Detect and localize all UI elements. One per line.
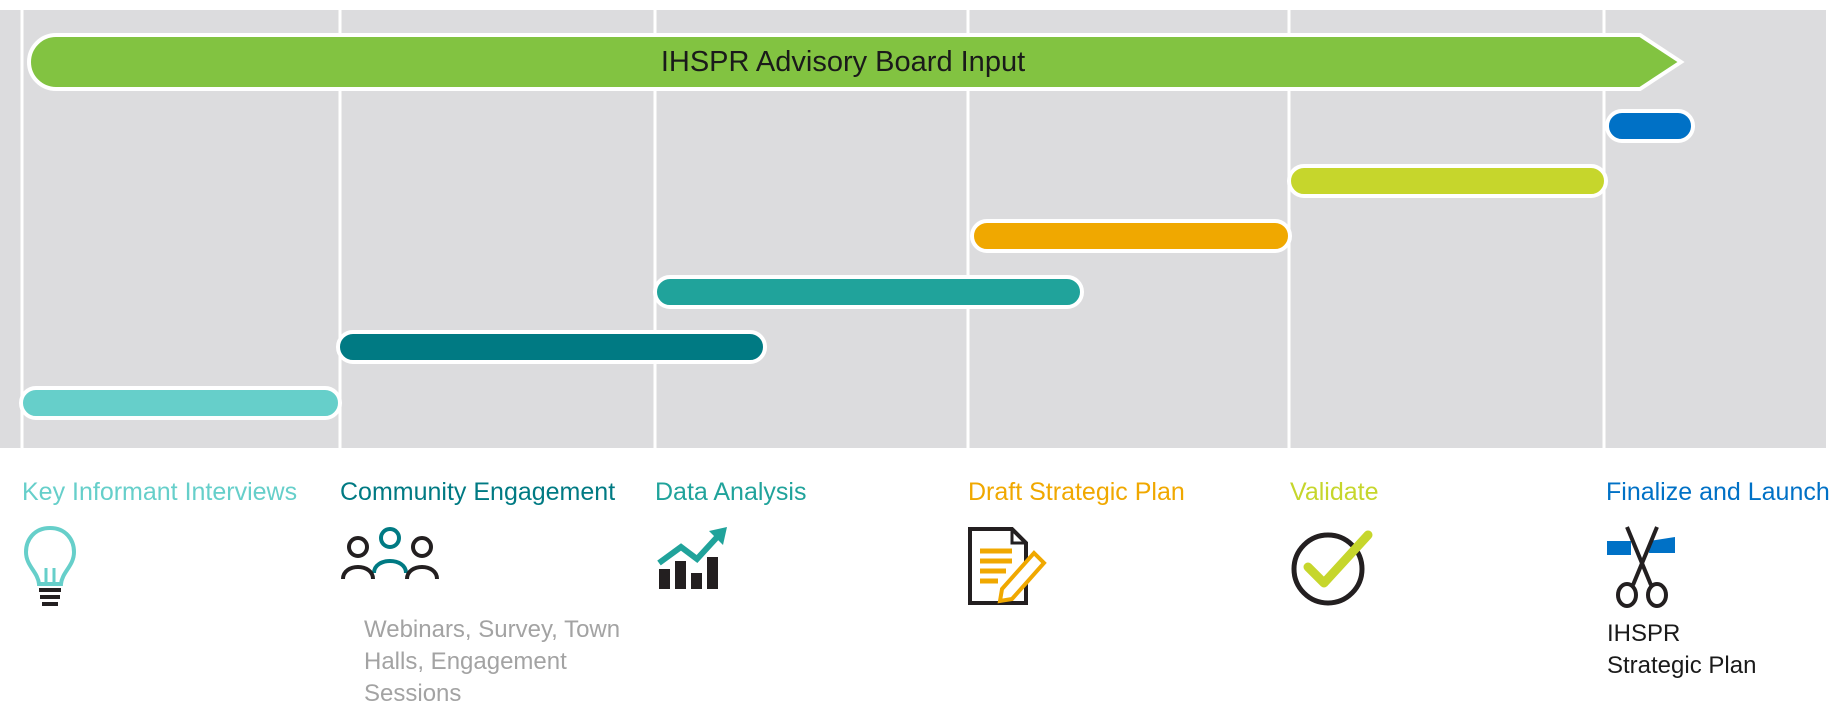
advisory-banner-arrow bbox=[27, 33, 1685, 91]
people-icon bbox=[341, 527, 439, 580]
phase-title-community: Community Engagement bbox=[340, 478, 616, 506]
community-engagement-note: Webinars, Survey, Town Halls, Engagement… bbox=[364, 614, 620, 710]
growth-chart-icon bbox=[657, 527, 727, 589]
note-line: Webinars, Survey, Town bbox=[364, 616, 621, 643]
note-line: Halls, Engagement bbox=[364, 648, 567, 675]
checkmark-icon bbox=[1291, 530, 1373, 606]
advisory-banner-label: IHSPR Advisory Board Input bbox=[661, 46, 1025, 78]
phase-title-finalize: Finalize and Launch bbox=[1606, 478, 1830, 506]
phase-title-data-analysis: Data Analysis bbox=[655, 478, 807, 506]
phase-title-key-informant: Key Informant Interviews bbox=[22, 478, 298, 506]
phase-title-validate: Validate bbox=[1290, 478, 1379, 506]
document-pen-icon bbox=[968, 527, 1047, 605]
note-line: Strategic Plan bbox=[1607, 652, 1757, 679]
note-line: IHSPR bbox=[1607, 620, 1681, 647]
phase-bar-key-informant bbox=[19, 386, 342, 420]
launch-note: IHSPR Strategic Plan bbox=[1607, 618, 1756, 682]
lightbulb-icon bbox=[23, 525, 77, 606]
phase-bar-draft-plan bbox=[970, 219, 1292, 253]
phase-bar-data-analysis bbox=[653, 275, 1084, 309]
phase-bar-community bbox=[336, 330, 767, 364]
note-line: Sessions bbox=[364, 680, 462, 707]
ribbon-scissors-icon bbox=[1607, 526, 1675, 608]
phase-bar-validate bbox=[1287, 164, 1608, 198]
phase-title-draft-plan: Draft Strategic Plan bbox=[968, 478, 1185, 506]
phase-bar-finalize bbox=[1605, 109, 1695, 143]
